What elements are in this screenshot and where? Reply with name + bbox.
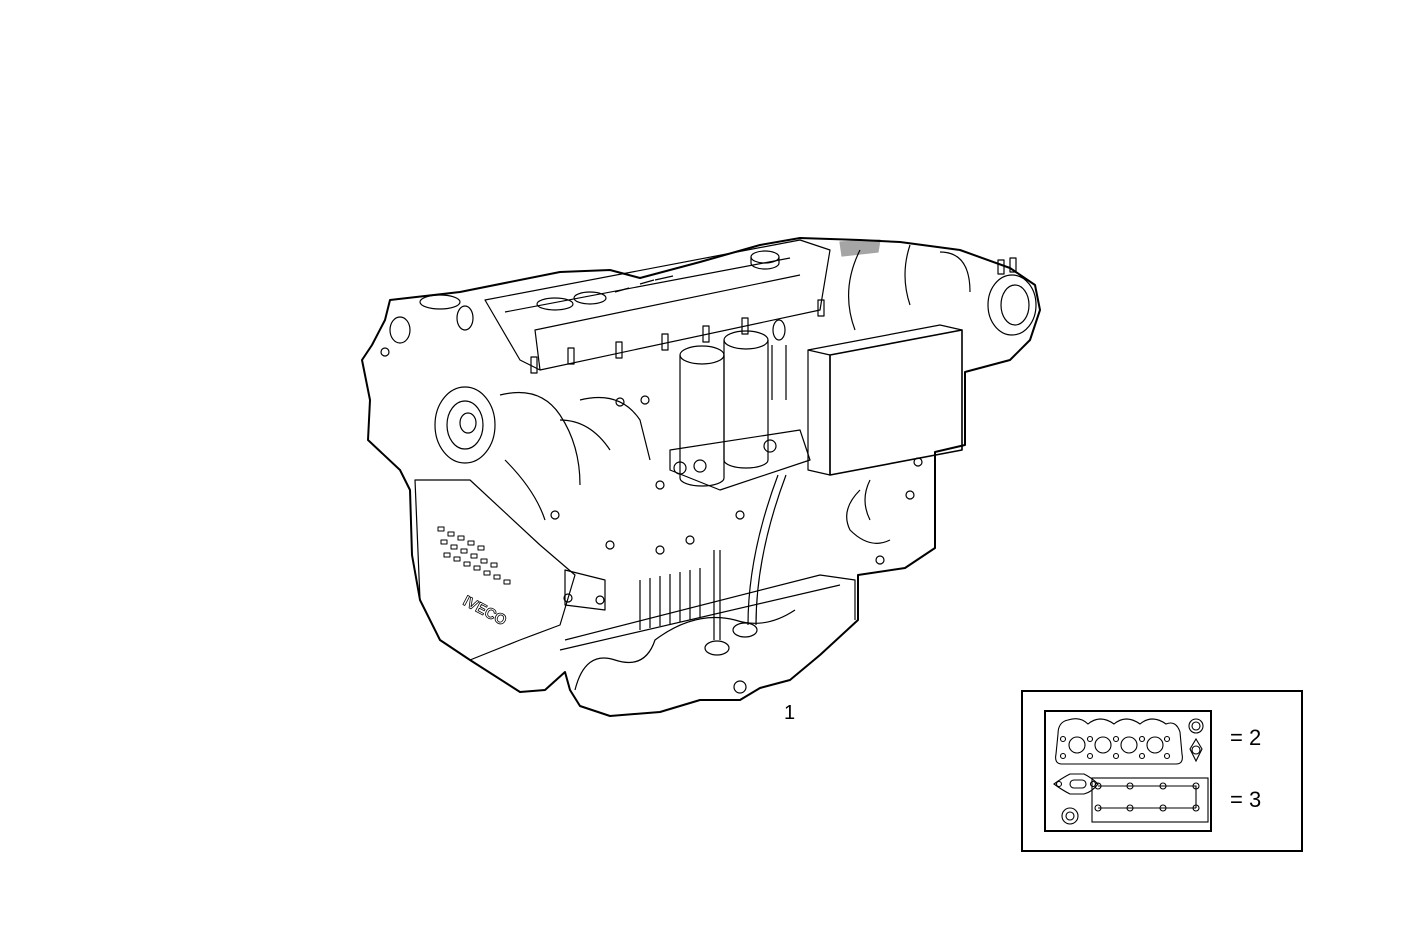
legend-label-3: = 3 xyxy=(1230,787,1262,812)
legend-label-2: = 2 xyxy=(1230,725,1262,750)
svg-text:IVECO: IVECO xyxy=(460,593,509,630)
engine-assembly-drawing: IVECO xyxy=(361,237,1041,717)
cylinder-head-gasket-set-icon xyxy=(1055,718,1204,765)
callout-1: 1 xyxy=(784,702,796,724)
legend-icon-frame xyxy=(1044,710,1212,832)
manifold-gasket-set-icon xyxy=(1053,773,1209,825)
gasket-kit-legend: = 2 = 3 xyxy=(1021,690,1303,852)
